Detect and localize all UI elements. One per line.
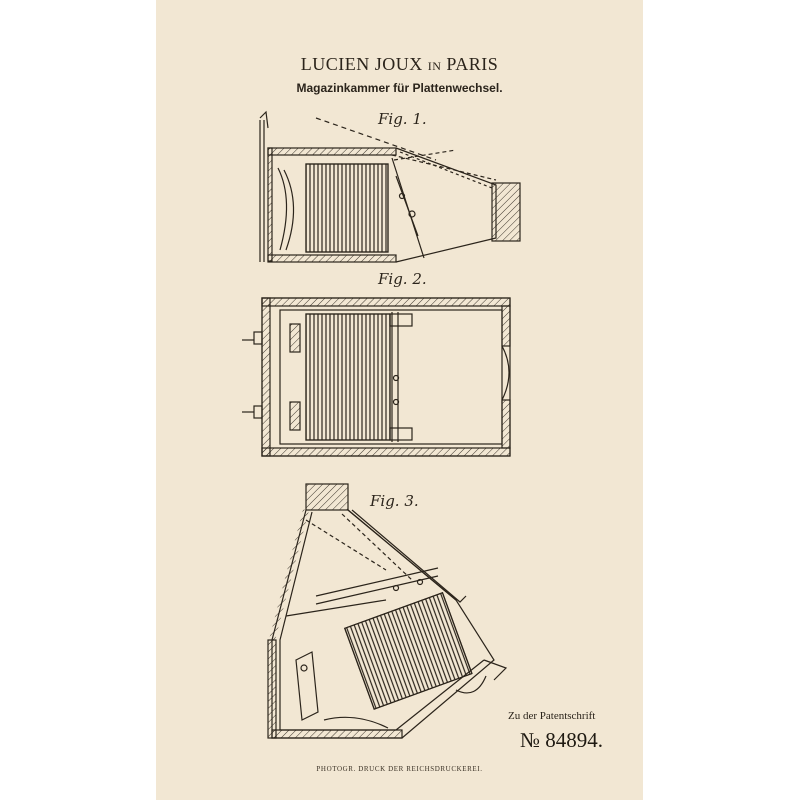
technical-drawing <box>242 110 521 739</box>
printer-credit: PHOTOGR. DRUCK DER REICHSDRUCKEREI. <box>316 765 483 773</box>
figure-1-drawing <box>259 110 521 263</box>
inventor-name: LUCIEN JOUX <box>300 54 423 74</box>
patent-reference-note: Zu der Patentschrift <box>508 710 596 722</box>
patent-number: № 84894. <box>520 728 604 752</box>
figure-1-label: Fig. 1. <box>378 110 427 128</box>
inventor-city: PARIS <box>446 54 499 74</box>
page-title: LUCIEN JOUX IN PARIS <box>156 54 643 75</box>
title-connector: IN <box>427 59 442 73</box>
page-subtitle: Magazinkammer für Plattenwechsel. <box>296 81 503 95</box>
figure-3-drawing <box>267 483 508 739</box>
figure-3-label: Fig. 3. <box>370 492 419 510</box>
patent-sheet: LUCIEN JOUX IN PARIS Magazinkammer für P… <box>156 0 643 800</box>
figure-2-drawing <box>242 297 511 457</box>
figure-2-label: Fig. 2. <box>378 270 427 288</box>
